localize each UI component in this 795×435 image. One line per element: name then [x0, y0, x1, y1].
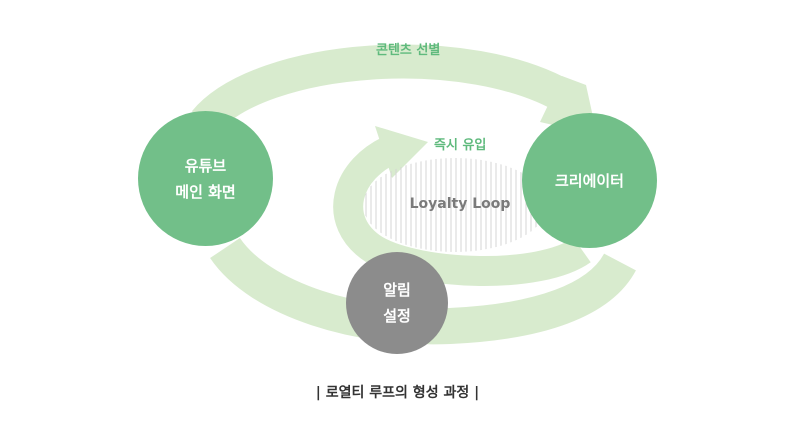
- outer-arc-label: 콘텐츠 선별: [376, 43, 441, 58]
- outer-loop-lower-band: [210, 237, 636, 345]
- youtube-main-node: 유튜브 메인 화면: [138, 111, 273, 246]
- creator-node-label: 크리에이터: [554, 171, 624, 190]
- alarm-node-line2: 설정: [383, 307, 411, 325]
- loyalty-loop-label: Loyalty Loop: [409, 196, 511, 212]
- inner-loop-arrowhead: [375, 126, 428, 178]
- alarm-node-line1: 알림: [383, 281, 411, 299]
- youtube-node-line2: 메인 화면: [175, 182, 236, 201]
- outer-loop-upper-band: [191, 44, 579, 134]
- inner-loop-band: [333, 134, 591, 287]
- loyalty-loop-core: [363, 158, 547, 252]
- creator-node: 크리에이터: [522, 113, 657, 248]
- notification-setting-node: 알림 설정: [346, 252, 448, 354]
- inner-arc-label: 즉시 유입: [434, 138, 487, 153]
- youtube-node-line1: 유튜브: [184, 156, 227, 175]
- diagram-caption: | 로열티 루프의 형성 과정 |: [315, 385, 480, 401]
